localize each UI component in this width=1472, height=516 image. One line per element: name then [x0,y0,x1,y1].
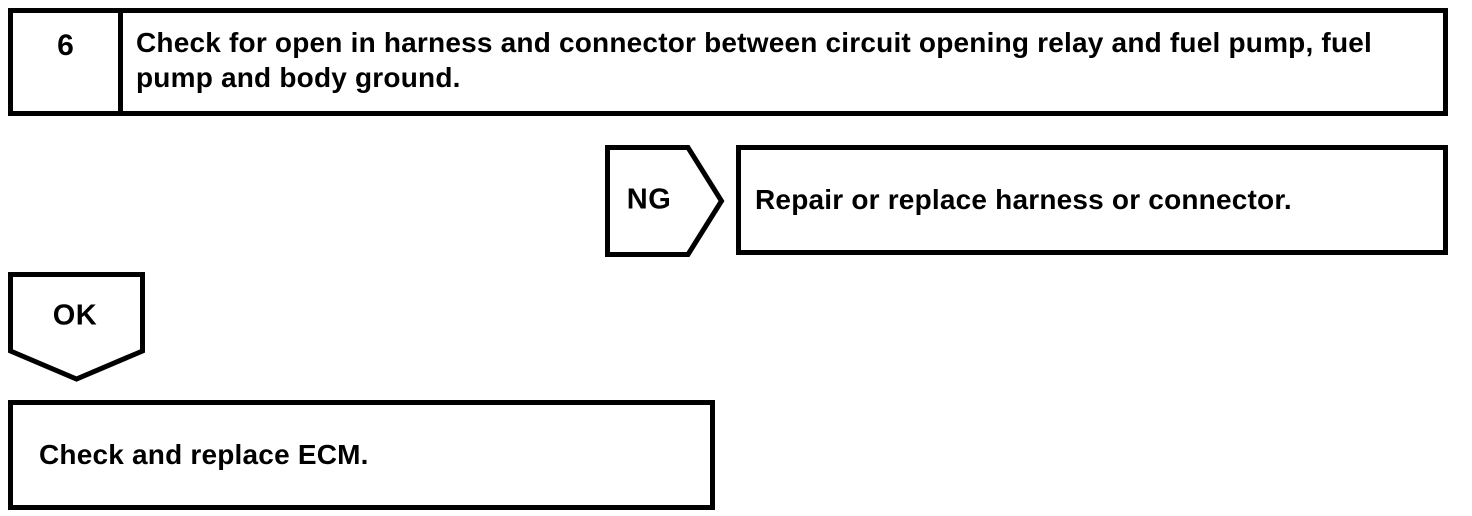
down-arrow-pentagon-icon [8,272,145,382]
step-box: 6 Check for open in harness and connecto… [8,8,1448,116]
ok-label: OK [52,299,98,332]
ng-action-box: Repair or replace harness or connector. [736,145,1448,255]
ok-branch-tag: OK [8,272,145,382]
ng-label: NG [626,183,672,216]
ok-action-box: Check and replace ECM. [8,400,715,510]
right-arrow-pentagon-icon [605,145,725,257]
step-instruction: Check for open in harness and connector … [136,27,1373,93]
ng-action-text: Repair or replace harness or connector. [755,184,1292,215]
step-number: 6 [13,13,123,111]
ng-branch-tag: NG [605,145,725,257]
ok-action-text: Check and replace ECM. [39,439,369,470]
